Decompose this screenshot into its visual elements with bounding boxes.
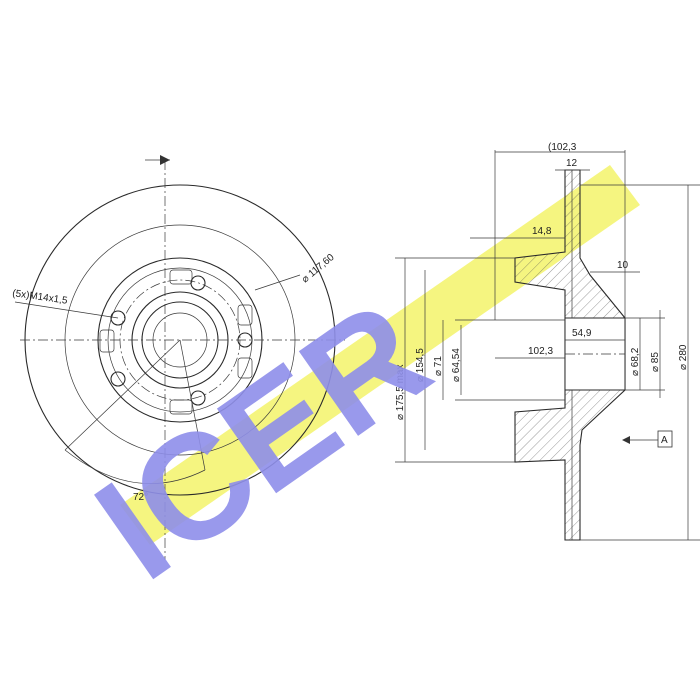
dim-hub-len-102: 102,3 xyxy=(528,346,553,357)
bolt-angle-label: 72° xyxy=(133,492,148,503)
dim-dia-154: ⌀ 154,5 xyxy=(415,348,426,382)
dim-dia-64: ⌀ 64,54 xyxy=(451,348,462,382)
dim-hub-step: 10 xyxy=(617,260,629,271)
datum-label: A xyxy=(661,435,668,446)
bolt-spec-label: (5x)M14x1,5 xyxy=(12,288,69,307)
hub-pockets xyxy=(99,269,253,415)
dim-dia-175: ⌀ 175,5 max xyxy=(395,365,406,421)
dim-offset: 14,8 xyxy=(532,226,552,237)
logo-stripe xyxy=(120,165,640,545)
dim-hub-len-54: 54,9 xyxy=(572,328,592,339)
dim-top-width: (102,3 xyxy=(548,142,577,153)
bolt-hole xyxy=(110,310,126,326)
dim-dia-68: ⌀ 68,2 xyxy=(630,347,641,376)
dim-dia-85: ⌀ 85 xyxy=(650,352,661,372)
dim-dia-280: ⌀ 280 xyxy=(678,344,689,370)
bolt-hole xyxy=(190,275,206,291)
bolt-angle-arc xyxy=(64,449,206,484)
dim-dia-71: ⌀ 71 xyxy=(433,356,444,376)
datum-box xyxy=(657,430,673,448)
bolt-circle-label: ⌀ 117,60 xyxy=(300,252,337,286)
dim-flange-thickness: 12 xyxy=(566,158,578,169)
section-view: (102,3 12 14,8 10 54,9 102,3 ⌀ 175,5 max… xyxy=(395,142,700,541)
bolt-hole xyxy=(110,371,126,387)
bolt-holes xyxy=(110,275,253,406)
